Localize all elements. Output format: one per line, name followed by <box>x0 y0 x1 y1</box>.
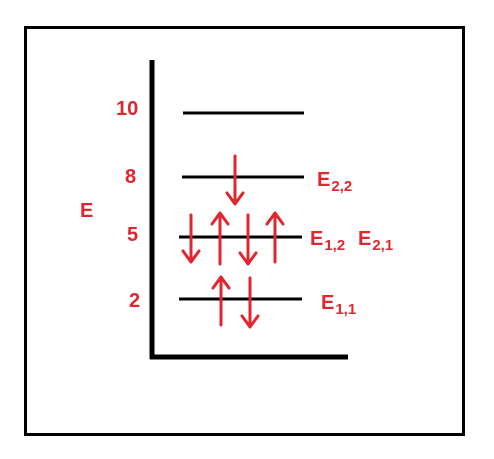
level-value-5: 5 <box>127 224 138 246</box>
diagram-border <box>24 26 465 436</box>
spin-down-arrow <box>240 276 260 329</box>
spin-up-arrow <box>211 275 231 327</box>
spin-up-arrow <box>210 211 230 266</box>
spin-down-arrow <box>225 154 245 206</box>
spin-arrows-level-2 <box>211 275 260 329</box>
level-value-2: 2 <box>129 290 140 312</box>
energy-axis-label: E <box>80 200 93 222</box>
spin-up-arrow <box>265 211 285 264</box>
level-value-10: 10 <box>116 98 138 120</box>
spin-arrows-level-8 <box>225 154 245 206</box>
state-label-e22: E2,2 <box>317 169 352 195</box>
state-label-e12: E1,2 <box>310 228 345 254</box>
spin-down-arrow <box>238 213 258 266</box>
state-label-e21: E2,1 <box>358 228 393 254</box>
state-label-e11: E1,1 <box>321 292 356 318</box>
spin-down-arrow <box>181 213 201 264</box>
level-value-8: 8 <box>125 166 136 188</box>
spin-arrows-level-5 <box>181 211 285 266</box>
